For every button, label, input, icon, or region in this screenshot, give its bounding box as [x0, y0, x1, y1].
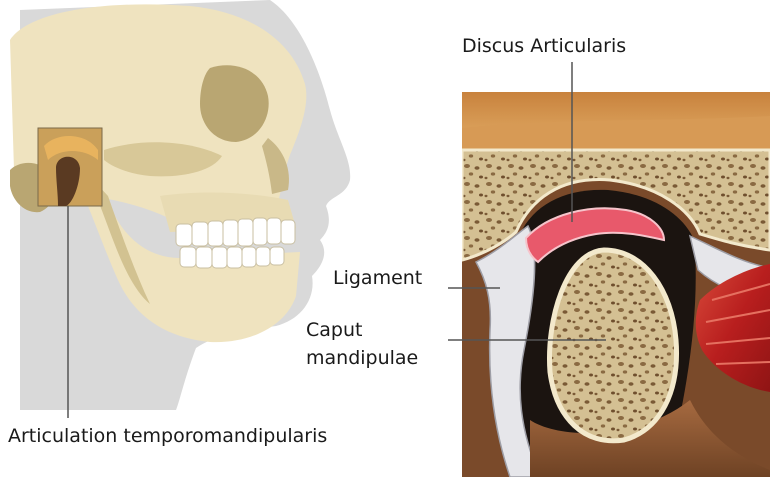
tmj-cross-section [462, 92, 770, 477]
label-articulation-temporomandipularis: Articulation temporomandipularis [8, 424, 327, 448]
lower-teeth [180, 247, 284, 268]
label-discus-articularis: Discus Articularis [462, 34, 626, 58]
label-mandipulae: mandipulae [306, 346, 418, 370]
label-caput: Caput [306, 318, 362, 342]
mandibular-condyle [549, 250, 676, 441]
skull-illustration [10, 0, 350, 418]
upper-teeth [176, 218, 295, 246]
label-ligament: Ligament [333, 266, 422, 290]
